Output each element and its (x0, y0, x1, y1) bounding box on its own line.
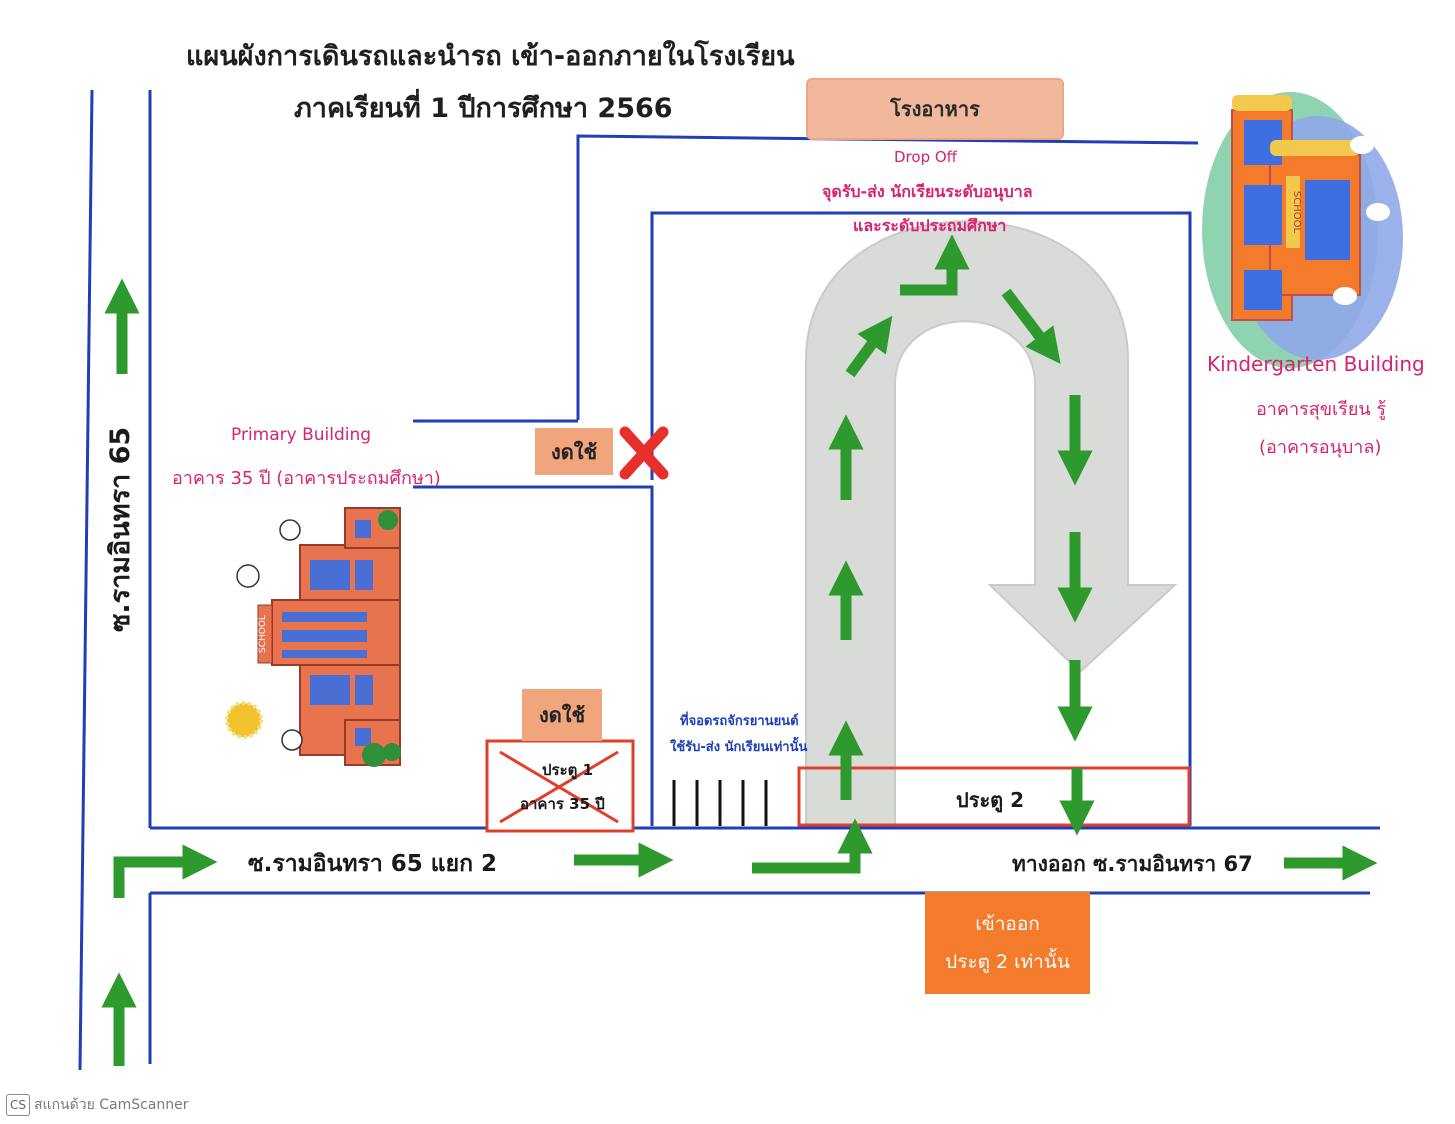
gate-1-closed (485, 739, 635, 833)
arrow-turn-up-icon (752, 818, 873, 874)
svg-text:SCHOOL: SCHOOL (258, 615, 268, 653)
kindergarten-label-th-2: (อาคารอนุบาล) (1259, 437, 1382, 458)
gate-1-label: ประตู 1 (542, 761, 594, 779)
arrow-turn-right-icon (113, 844, 218, 898)
kindergarten-label-en: Kindergarten Building (1207, 352, 1425, 376)
gate-2-frame (797, 766, 1191, 827)
arrow-turn-up-icon (900, 234, 970, 296)
arrow-down-right-icon (1001, 288, 1061, 365)
road-lines (78, 89, 1380, 1071)
exit-road-label: ทางออก ซ.รามอินทรา 67 (1012, 852, 1253, 876)
parking-label-2: ใช้รับ-ส่ง นักเรียนเท่านั้น (670, 740, 808, 755)
primary-label-th: อาคาร 35 ปี (อาคารประถมศึกษา) (172, 468, 441, 489)
svg-text:SCHOOL: SCHOOL (1291, 191, 1302, 234)
motorcycle-parking-slots (672, 780, 768, 826)
map-title: แผนผังการเดินรถและนำรถ เข้า-ออกภายในโรงเ… (186, 41, 795, 72)
canteen-label: โรงอาหาร (806, 78, 1064, 140)
u-turn-lane (805, 220, 1178, 827)
primary-label-en: Primary Building (231, 425, 372, 445)
arrow-up-right-icon (845, 315, 893, 378)
main-road-label: ซ.รามอินทรา 65 (105, 426, 136, 632)
dropoff-title: Drop Off (894, 148, 957, 166)
primary-building-icon: SCHOOL (225, 507, 401, 767)
camscanner-logo-icon: CS (6, 1094, 30, 1116)
map-subtitle: ภาคเรียนที่ 1 ปีการศึกษา 2566 (294, 93, 673, 124)
dropoff-line-2: และระดับประถมศึกษา (853, 216, 1007, 235)
closed-sign-lower: งดใช้ (522, 689, 602, 741)
dropoff-line-1: จุดรับ-ส่ง นักเรียนระดับอนุบาล (822, 182, 1033, 201)
scanner-watermark: CS สแกนด้วย CamScanner (6, 1094, 189, 1116)
soi-road-label: ซ.รามอินทรา 65 แยก 2 (248, 851, 498, 877)
entry-gate-2-only-box: เข้าออก ประตู 2 เท่านั้น (925, 892, 1090, 994)
no-entry-x-icon (619, 426, 669, 480)
gate-1-building: อาคาร 35 ปี (520, 795, 605, 813)
kindergarten-building-icon: SCHOOL (1202, 92, 1403, 368)
gate-2-label: ประตู 2 (956, 788, 1025, 812)
kindergarten-label-th: อาคารสุขเรียน รู้ (1256, 399, 1387, 420)
closed-sign-upper: งดใช้ (535, 428, 613, 475)
parking-label-1: ที่จอดรถจักรยานยนต์ (680, 714, 799, 729)
traffic-arrows (101, 234, 1378, 1066)
